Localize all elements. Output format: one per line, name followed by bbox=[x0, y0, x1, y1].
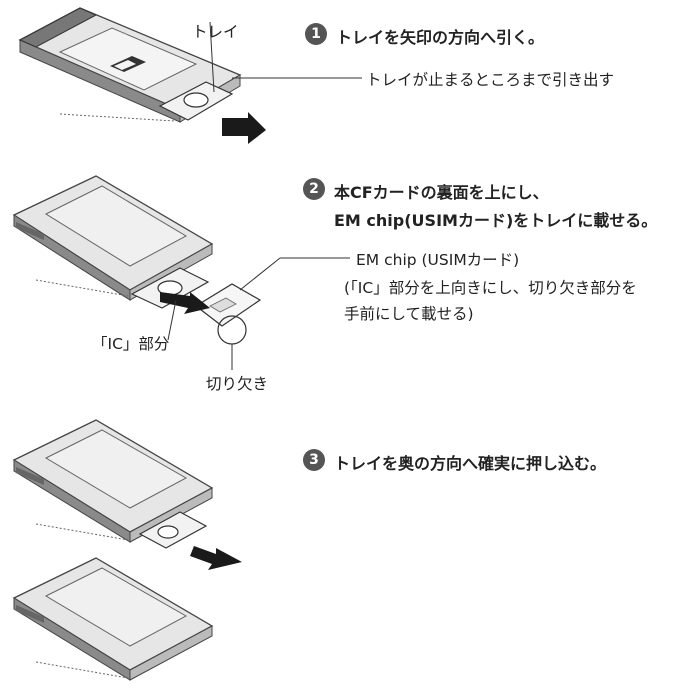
pull-arrow-icon bbox=[222, 112, 266, 144]
insert-chip-arrow-icon bbox=[160, 292, 210, 314]
card-push-illustration bbox=[12, 419, 214, 543]
tray-label: トレイ bbox=[192, 23, 239, 41]
step-1-number: 1 bbox=[305, 23, 327, 45]
em-logo bbox=[110, 56, 146, 72]
em-chip-leader bbox=[239, 257, 281, 291]
em-chip-label: EM chip (USIMカード) bbox=[356, 251, 520, 269]
push-arrow-icon bbox=[190, 546, 242, 570]
step-2-text-line1: 本CFカードの裏面を上にし、 bbox=[334, 183, 549, 202]
notch-circle-icon bbox=[217, 315, 247, 345]
step-2-text-line2: EM chip(USIMカード)をトレイに載せる。 bbox=[334, 211, 658, 230]
step-1-text: トレイを矢印の方向へ引く。 bbox=[336, 28, 545, 47]
pull-out-label: トレイが止まるところまで引き出す bbox=[366, 71, 615, 89]
ic-part-label: 「IC」部分 bbox=[92, 335, 170, 353]
ic-part-leader bbox=[167, 299, 177, 341]
step-3-text: トレイを奥の方向へ確実に押し込む。 bbox=[334, 454, 607, 473]
usim-card-illustration bbox=[194, 283, 262, 327]
em-chip-note-line2: 手前にして載せる) bbox=[344, 305, 474, 323]
card-inserted-illustration bbox=[12, 557, 214, 681]
em-chip-note-line1: (「IC」部分を上向きにし、切り欠き部分を bbox=[344, 279, 637, 297]
tray-with-chip bbox=[130, 267, 210, 309]
notch-label: 切り欠き bbox=[206, 375, 269, 393]
step-3-number: 3 bbox=[303, 449, 325, 471]
tray-pushing-in bbox=[138, 511, 208, 549]
step-2-number: 2 bbox=[303, 178, 325, 200]
tray-pulled-out bbox=[158, 21, 234, 121]
